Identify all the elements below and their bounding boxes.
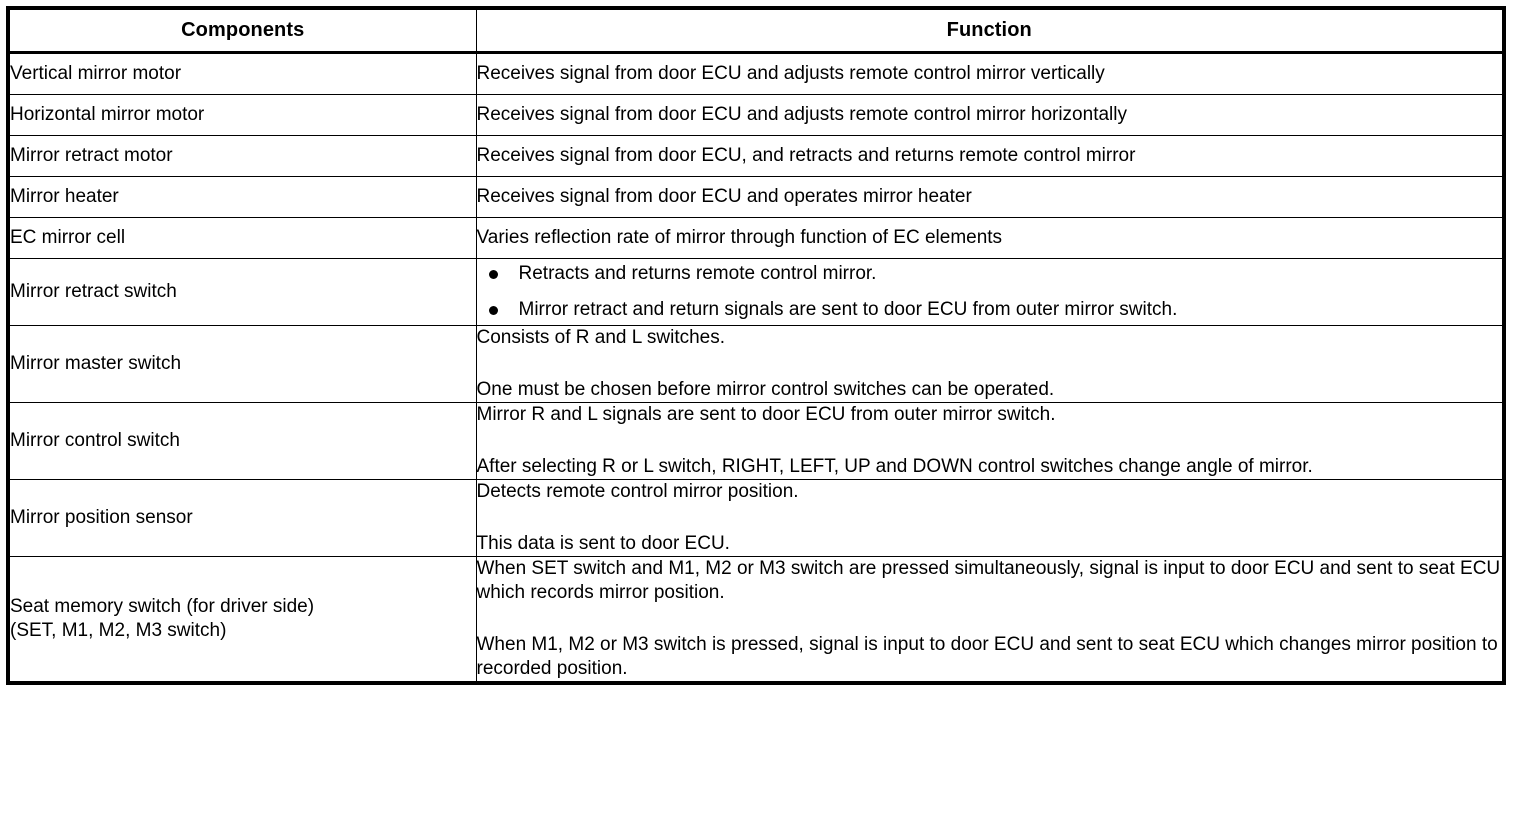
function-paragraph: Consists of R and L switches. [476, 327, 726, 348]
function-paragraph: Mirror R and L signals are sent to door … [476, 404, 1056, 425]
bullet-dot-icon [488, 306, 498, 315]
mirror-components-function-table: Components Function Vertical mirror moto… [6, 6, 1506, 685]
cell-component: Mirror retract switch [7, 258, 477, 326]
cell-function: Varies reflection rate of mirror through… [475, 217, 1505, 259]
cell-function: Consists of R and L switches. One must b… [475, 325, 1505, 403]
column-header-components: Components [7, 7, 477, 54]
function-paragraph: Varies reflection rate of mirror through… [476, 227, 1003, 248]
component-line-2: (SET, M1, M2, M3 switch) [10, 620, 227, 641]
component-line-1: Seat memory switch (for driver side) [10, 596, 315, 617]
table-row: Horizontal mirror motor Receives signal … [7, 94, 1505, 136]
cell-function: Receives signal from door ECU, and retra… [475, 135, 1505, 177]
table-row: Mirror position sensor Detects remote co… [7, 479, 1505, 557]
function-paragraph: Receives signal from door ECU and adjust… [476, 63, 1105, 84]
cell-component: Vertical mirror motor [7, 52, 477, 95]
list-item-label: Retracts and returns remote control mirr… [518, 263, 877, 284]
column-header-function: Function [475, 7, 1505, 54]
cell-function: Detects remote control mirror position. … [475, 479, 1505, 557]
list-item: Mirror retract and return signals are se… [477, 295, 1503, 325]
cell-component: Mirror position sensor [7, 479, 477, 557]
table-row: Mirror master switch Consists of R and L… [7, 325, 1505, 403]
function-paragraph: Receives signal from door ECU and adjust… [476, 104, 1127, 125]
cell-component: EC mirror cell [7, 217, 477, 259]
cell-component: Mirror master switch [7, 325, 477, 403]
cell-component: Seat memory switch (for driver side) (SE… [7, 556, 477, 684]
function-bullet-list: Retracts and returns remote control mirr… [477, 259, 1503, 325]
bullet-dot-icon [488, 270, 498, 279]
table-row: Mirror control switch Mirror R and L sig… [7, 402, 1505, 480]
cell-component: Mirror retract motor [7, 135, 477, 177]
function-paragraph: This data is sent to door ECU. [476, 533, 730, 554]
function-paragraph: Receives signal from door ECU, and retra… [476, 145, 1136, 166]
table-row: Mirror retract motor Receives signal fro… [7, 135, 1505, 177]
cell-function: Retracts and returns remote control mirr… [475, 258, 1505, 326]
list-item-label: Mirror retract and return signals are se… [518, 299, 1178, 320]
function-paragraph: When M1, M2 or M3 switch is pressed, sig… [476, 634, 1498, 679]
cell-function: Receives signal from door ECU and operat… [475, 176, 1505, 218]
table-row: Mirror retract switch Retracts and retur… [7, 258, 1505, 326]
table-body: Vertical mirror motor Receives signal fr… [7, 52, 1505, 684]
cell-component: Horizontal mirror motor [7, 94, 477, 136]
cell-function: Receives signal from door ECU and adjust… [475, 94, 1505, 136]
function-paragraph: Receives signal from door ECU and operat… [476, 186, 972, 207]
cell-function: When SET switch and M1, M2 or M3 switch … [475, 556, 1505, 684]
function-paragraph: After selecting R or L switch, RIGHT, LE… [476, 456, 1313, 477]
function-paragraph: When SET switch and M1, M2 or M3 switch … [476, 558, 1501, 603]
table-header-row: Components Function [7, 7, 1505, 54]
cell-function: Receives signal from door ECU and adjust… [475, 52, 1505, 95]
table-row: Mirror heater Receives signal from door … [7, 176, 1505, 218]
list-item: Retracts and returns remote control mirr… [477, 259, 1503, 289]
function-paragraph: Detects remote control mirror position. [476, 481, 799, 502]
function-paragraph: One must be chosen before mirror control… [476, 379, 1055, 400]
cell-function: Mirror R and L signals are sent to door … [475, 402, 1505, 480]
table-row: Seat memory switch (for driver side) (SE… [7, 556, 1505, 684]
table-header: Components Function [7, 7, 1505, 54]
cell-component: Mirror control switch [7, 402, 477, 480]
cell-component: Mirror heater [7, 176, 477, 218]
table-row: Vertical mirror motor Receives signal fr… [7, 52, 1505, 95]
table-row: EC mirror cell Varies reflection rate of… [7, 217, 1505, 259]
